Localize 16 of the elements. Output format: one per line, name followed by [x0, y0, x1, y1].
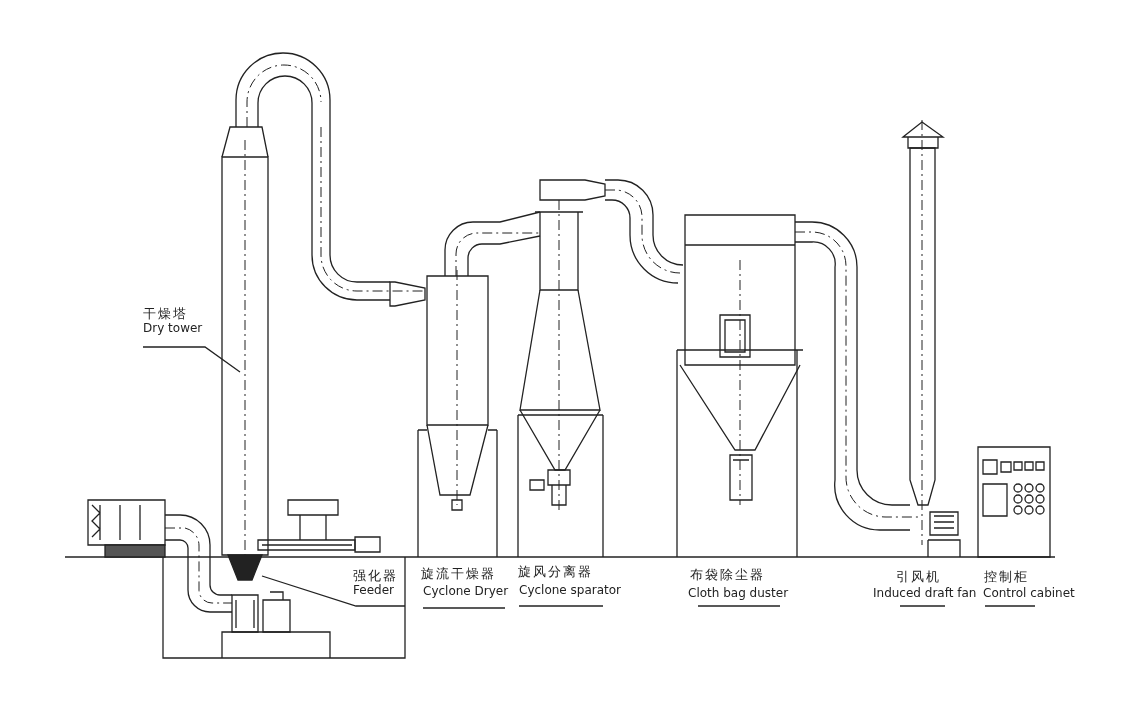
english-label: Control cabinet	[983, 586, 1075, 601]
leader-line	[261, 575, 406, 607]
chinese-label: 布袋除尘器	[690, 567, 765, 582]
chinese-label: 引风机	[896, 569, 941, 584]
chinese-label: 干燥塔	[143, 306, 189, 321]
english-label: Dry tower	[143, 321, 203, 336]
chinese-label: 旋风分离器	[518, 564, 593, 579]
english-label: Feeder	[353, 583, 395, 598]
leader-line	[142, 346, 241, 373]
chinese-label: 旋流干燥器	[421, 566, 496, 581]
chinese-label: 控制柜	[984, 569, 1029, 584]
english-label: Induced draft fan	[873, 586, 977, 601]
english-label: Cloth bag duster	[688, 586, 789, 601]
english-label: Cyclone Dryer	[423, 584, 509, 599]
english-label: Cyclone sparator	[519, 583, 622, 598]
chinese-label: 强化器	[353, 568, 398, 583]
